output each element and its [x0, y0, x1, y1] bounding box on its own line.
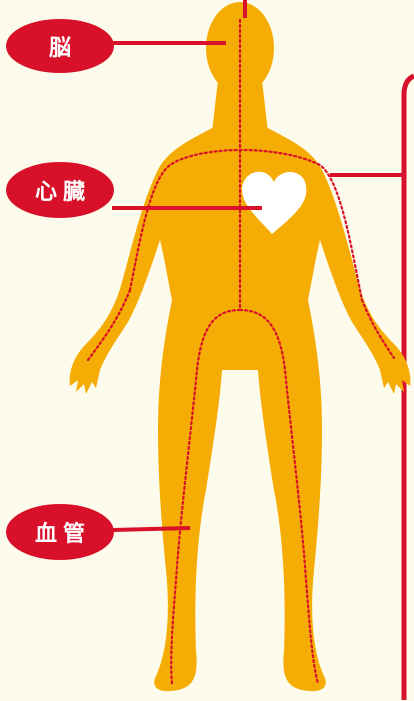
vessel-right-arm [360, 298, 396, 360]
blood-vessel-paths [86, 18, 396, 686]
vessel-right-leg [238, 308, 320, 686]
connector-vessel [111, 526, 191, 532]
right-panel-frame [401, 73, 414, 700]
label-badge-heart: 心臓 [6, 162, 114, 218]
vessel-left-leg [170, 308, 242, 686]
label-badge-blood-vessels: 血管 [6, 504, 114, 560]
heart-icon [242, 171, 307, 234]
label-brain-text: 脳 [48, 36, 77, 61]
label-badge-brain: 脳 [6, 19, 114, 73]
vessel-left-arm [86, 288, 132, 362]
label-blood-vessels-text: 血管 [34, 522, 91, 547]
vessel-shoulder-arch [128, 148, 364, 302]
label-heart-text: 心臓 [34, 180, 91, 205]
connector-lines [111, 0, 404, 532]
